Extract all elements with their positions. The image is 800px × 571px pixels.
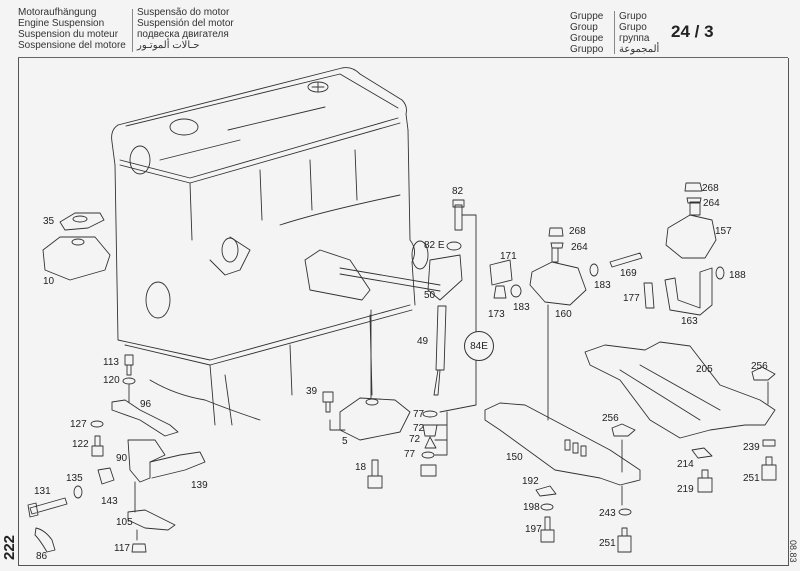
part-label-251-b[interactable]: 251: [743, 473, 760, 484]
part-label-214[interactable]: 214: [677, 459, 694, 470]
title-en: Engine Suspension: [18, 18, 105, 29]
part-label-77-b[interactable]: 77: [404, 449, 416, 460]
part-96-shape: [111, 399, 179, 437]
part-49-shape: [433, 305, 447, 396]
part-label-173[interactable]: 173: [488, 309, 505, 320]
group-de: Gruppe: [570, 11, 604, 22]
part-label-72-a[interactable]: 72: [413, 423, 425, 434]
group-number: 24 / 3: [671, 22, 714, 41]
title-separator: [132, 9, 133, 52]
part-label-177[interactable]: 177: [623, 293, 640, 304]
part-label-251-a[interactable]: 251: [599, 538, 616, 549]
part-label-18[interactable]: 18: [355, 462, 367, 473]
part-label-256-b[interactable]: 256: [751, 361, 768, 372]
part-label-183-a[interactable]: 183: [513, 302, 530, 313]
part-label-105[interactable]: 105: [116, 517, 133, 528]
part-label-77-a[interactable]: 77: [413, 409, 425, 420]
group-ar: ألمجموعة: [619, 44, 660, 55]
part-label-113[interactable]: 113: [103, 357, 119, 368]
part-label-84e[interactable]: 84E: [464, 331, 494, 361]
title-ru: подвеска двигателя: [137, 29, 229, 40]
part-160-shape: [529, 261, 587, 306]
part-label-268-b[interactable]: 268: [702, 183, 719, 194]
part-label-264-b[interactable]: 264: [703, 198, 720, 209]
part-label-268-a[interactable]: 268: [569, 226, 586, 237]
part-label-86[interactable]: 86: [36, 551, 48, 562]
part-label-171[interactable]: 171: [500, 251, 517, 262]
part-label-5[interactable]: 5: [342, 436, 348, 447]
part-label-127[interactable]: 127: [70, 419, 87, 430]
part-label-239[interactable]: 239: [743, 442, 760, 453]
engine-block: [111, 67, 441, 426]
part-label-39[interactable]: 39: [306, 386, 318, 397]
part-label-135[interactable]: 135: [66, 473, 83, 484]
part-82-shape: [452, 199, 465, 231]
part-label-131[interactable]: 131: [34, 486, 51, 497]
header-rule: [18, 57, 788, 58]
part-label-169[interactable]: 169: [620, 268, 637, 279]
part-256a-shape: [611, 423, 636, 437]
part-label-264-a[interactable]: 264: [571, 242, 588, 253]
title-ar: حـالات ألموتـور: [137, 40, 200, 51]
part-label-82[interactable]: 82: [452, 186, 464, 197]
part-205-shape: [584, 341, 776, 439]
part-163-shape: [664, 267, 713, 316]
part-label-90[interactable]: 90: [116, 453, 128, 464]
part-label-49[interactable]: 49: [417, 336, 429, 347]
group-en: Group: [570, 22, 598, 33]
part-label-192[interactable]: 192: [522, 476, 539, 487]
part-label-198[interactable]: 198: [523, 502, 540, 513]
part-label-150[interactable]: 150: [506, 452, 523, 463]
part-label-96[interactable]: 96: [140, 399, 152, 410]
part-35-shape: [59, 212, 105, 231]
part-5-shape: [339, 397, 411, 441]
part-label-50[interactable]: 50: [424, 290, 436, 301]
title-pt: Suspensão do motor: [137, 7, 230, 18]
part-label-163[interactable]: 163: [681, 316, 698, 327]
part-label-117[interactable]: 117: [114, 543, 130, 554]
part-90-shape: [127, 439, 166, 483]
part-label-219[interactable]: 219: [677, 484, 694, 495]
group-separator: [614, 11, 615, 54]
part-label-120[interactable]: 120: [103, 375, 120, 386]
group-fr: Groupe: [570, 33, 604, 44]
part-157-shape: [665, 214, 717, 259]
part-105-shape: [127, 509, 176, 531]
part-label-197[interactable]: 197: [525, 524, 542, 535]
title-fr: Suspension du moteur: [18, 29, 119, 40]
group-ru: группа: [619, 33, 650, 44]
part-label-243[interactable]: 243: [599, 508, 616, 519]
drawing-frame: [18, 58, 789, 566]
title-column-2: Suspensão do motor Suspensión del motor …: [137, 7, 234, 51]
part-150-shape: [484, 402, 641, 486]
part-10-shape: [42, 236, 111, 281]
part-label-82e[interactable]: 82 E: [424, 240, 445, 251]
part-label-10[interactable]: 10: [43, 276, 55, 287]
part-label-188[interactable]: 188: [729, 270, 746, 281]
title-column-1: Motoraufhängung Engine Suspension Suspen…: [18, 7, 126, 51]
part-label-139[interactable]: 139: [191, 480, 208, 491]
part-label-122[interactable]: 122: [72, 439, 89, 450]
part-label-205[interactable]: 205: [696, 364, 713, 375]
part-label-35[interactable]: 35: [43, 216, 55, 227]
group-it: Gruppo: [570, 44, 604, 55]
part-label-72-b[interactable]: 72: [409, 434, 421, 445]
part-label-143[interactable]: 143: [101, 496, 118, 507]
group-es: Grupo: [619, 22, 647, 33]
title-de: Motoraufhängung: [18, 7, 97, 18]
part-label-183-b[interactable]: 183: [594, 280, 611, 291]
part-label-157[interactable]: 157: [715, 226, 732, 237]
title-it: Sospensione del motore: [18, 40, 126, 51]
part-label-160[interactable]: 160: [555, 309, 572, 320]
title-es: Suspensión del motor: [137, 18, 234, 29]
group-column-1: Gruppe Group Groupe Gruppo: [570, 11, 603, 55]
part-256b-shape: [751, 366, 776, 381]
part-label-256-a[interactable]: 256: [602, 413, 619, 424]
group-pt: Grupo: [619, 11, 647, 22]
group-column-2: Grupo Grupo группа ألمجموعة: [619, 11, 659, 55]
